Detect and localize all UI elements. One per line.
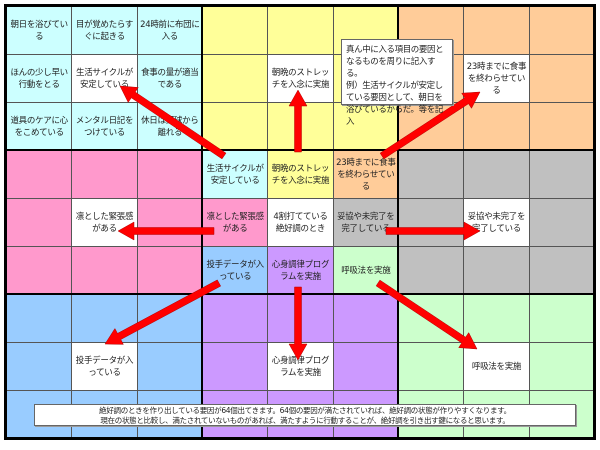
factor-cell[interactable] (398, 150, 465, 199)
factor-cell[interactable] (136, 246, 203, 295)
factor-cell[interactable] (528, 198, 595, 247)
factor-cell[interactable] (463, 150, 530, 199)
factor-cell[interactable]: 呼吸法を実施 (332, 246, 399, 295)
factor-cell[interactable] (332, 342, 399, 391)
factor-cell[interactable] (71, 294, 138, 343)
factor-cell[interactable]: 休日は野球から離れる (136, 102, 203, 151)
summary-note: 絶好調のときを作り出している要因が64個出てきます。64個の要因が満たされていれ… (34, 404, 576, 426)
factor-cell[interactable] (136, 342, 203, 391)
factor-cell[interactable] (332, 294, 399, 343)
factor-cell[interactable] (136, 198, 203, 247)
factor-cell[interactable]: 24時前に布団に入る (136, 6, 203, 55)
factor-cell[interactable] (463, 294, 530, 343)
factor-cell[interactable] (267, 294, 334, 343)
sub-goal-cell[interactable]: 凛とした緊張感がある (71, 198, 138, 247)
factor-cell[interactable]: 食事の量が適当である (136, 54, 203, 103)
factor-cell[interactable] (71, 246, 138, 295)
factor-cell[interactable]: 投手データが入っている (202, 246, 269, 295)
factor-cell[interactable] (6, 150, 73, 199)
summary-note-line-1: 絶好調のときを作り出している要因が64個出てきます。64個の要因が満たされていれ… (99, 406, 511, 415)
factor-cell[interactable] (6, 198, 73, 247)
factor-cell[interactable]: 生活サイクルが安定している (202, 150, 269, 199)
factor-cell[interactable] (202, 102, 269, 151)
factor-cell[interactable] (528, 102, 595, 151)
factor-cell[interactable] (6, 246, 73, 295)
factor-cell[interactable] (463, 6, 530, 55)
summary-note-line-2: 現在の状態と比較し、満たされていないものがあれば、満たすように行動することが、絶… (100, 416, 510, 425)
sub-goal-cell[interactable]: 23時までに食事を終わらせている (463, 54, 530, 103)
factor-cell[interactable]: 23時までに食事を終わらせている (332, 150, 399, 199)
factor-cell[interactable]: 朝晩のストレッチを入念に実施 (267, 150, 334, 199)
factor-cell[interactable] (398, 246, 465, 295)
factor-cell[interactable]: 朝日を浴びている (6, 6, 73, 55)
factor-cell[interactable] (267, 6, 334, 55)
main-goal-cell[interactable]: 4割打てている絶好調のとき (267, 198, 334, 247)
factor-cell[interactable] (398, 294, 465, 343)
factor-cell[interactable] (71, 150, 138, 199)
factor-cell[interactable] (6, 342, 73, 391)
factor-cell[interactable] (528, 6, 595, 55)
factor-cell[interactable] (136, 150, 203, 199)
sub-goal-cell[interactable]: 妥協や未完了を完了している (463, 198, 530, 247)
factor-cell[interactable]: メンタル日記をつけている (71, 102, 138, 151)
factor-cell[interactable]: ほんの少し早い行動をとる (6, 54, 73, 103)
factor-cell[interactable] (202, 294, 269, 343)
factor-cell[interactable] (6, 294, 73, 343)
factor-cell[interactable]: 凛とした緊張感がある (202, 198, 269, 247)
factor-cell[interactable]: 道具のケアに心をこめている (6, 102, 73, 151)
sub-goal-cell[interactable]: 心身調律プログラムを実施 (267, 342, 334, 391)
factor-cell[interactable] (528, 54, 595, 103)
instruction-callout: 真ん中に入る項目の要因となるものを周りに記入する。 例）生活サイクルが安定してい… (341, 39, 453, 127)
sub-goal-cell[interactable]: 投手データが入っている (71, 342, 138, 391)
factor-cell[interactable] (202, 6, 269, 55)
sub-goal-cell[interactable]: 呼吸法を実施 (463, 342, 530, 391)
factor-cell[interactable]: 妥協や未完了を完了している (332, 198, 399, 247)
sub-goal-cell[interactable]: 朝晩のストレッチを入念に実施 (267, 54, 334, 103)
factor-cell[interactable] (463, 102, 530, 151)
factor-cell[interactable] (528, 294, 595, 343)
factor-cell[interactable] (463, 246, 530, 295)
factor-cell[interactable]: 目が覚めたらすぐに起きる (71, 6, 138, 55)
sub-goal-cell[interactable]: 生活サイクルが安定している (71, 54, 138, 103)
factor-cell[interactable] (202, 342, 269, 391)
factor-cell[interactable]: 心身調律プログラムを実施 (267, 246, 334, 295)
factor-cell[interactable] (136, 294, 203, 343)
factor-cell[interactable] (202, 54, 269, 103)
factor-cell[interactable] (398, 342, 465, 391)
factor-cell[interactable] (398, 198, 465, 247)
factor-cell[interactable] (267, 102, 334, 151)
factor-cell[interactable] (528, 246, 595, 295)
factor-cell[interactable] (528, 342, 595, 391)
factor-cell[interactable] (528, 150, 595, 199)
